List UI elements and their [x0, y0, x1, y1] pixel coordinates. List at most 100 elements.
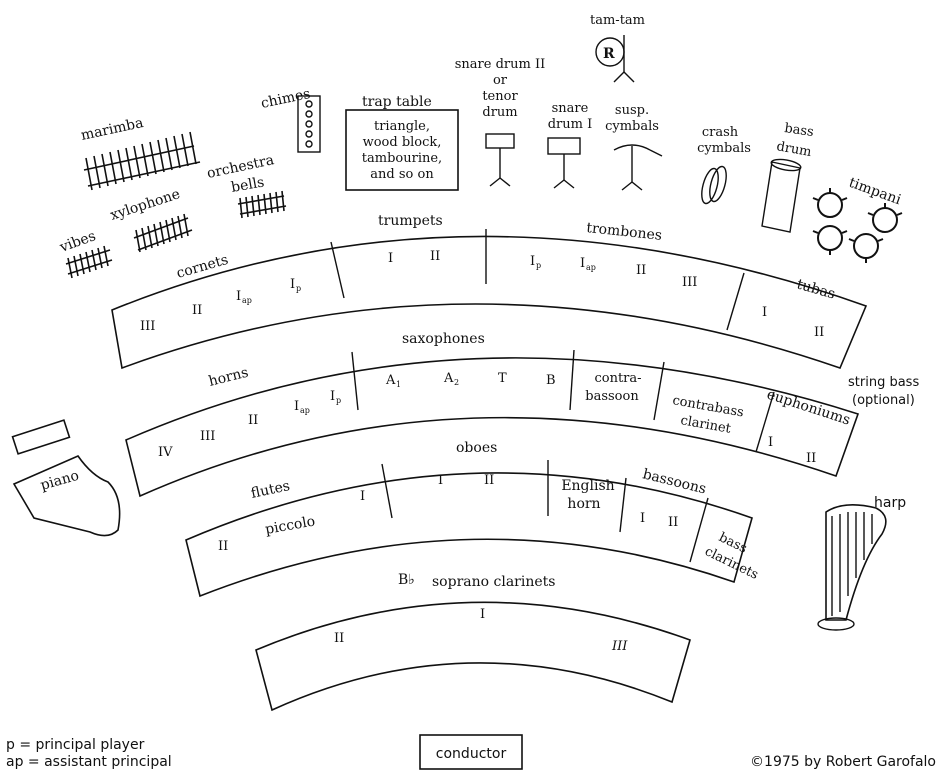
cornet-seat-Ip-sub: p — [296, 284, 301, 293]
horns-label: horns — [207, 365, 250, 390]
clarinets-flat: B♭ — [398, 572, 415, 588]
snare1-line-1: snare — [552, 101, 589, 116]
crash-line-1: crash — [702, 125, 739, 140]
clarinet-seat-I: I — [480, 607, 485, 622]
saxophones-label: saxophones — [402, 331, 485, 347]
euph-seat-I: I — [768, 435, 773, 450]
chimes-icon — [297, 95, 321, 153]
cornet-seat-Iap-sub: ap — [242, 296, 252, 305]
woodwinds-row: piano flutes II piccolo I oboes I II Eng… — [11, 419, 906, 631]
piano-label: piano — [39, 468, 81, 494]
bass-drum-line-2: drum — [775, 139, 812, 160]
copyright: ©1975 by Robert Garofalo — [750, 754, 936, 770]
tubas-label: tubas — [795, 276, 837, 302]
trumpet-seat-II: II — [430, 249, 440, 264]
svg-text:R: R — [603, 46, 615, 62]
tuba-seat-I: I — [762, 305, 767, 320]
piano-icon — [12, 455, 121, 537]
xylophone-icon — [133, 213, 193, 253]
snare-drum-2-group: snare drum II or tenor drum — [455, 57, 545, 187]
flutes-label: flutes — [250, 478, 292, 502]
clarinets-arc — [255, 601, 691, 712]
marimba-icon — [83, 131, 201, 191]
contrabassoon-line-2: bassoon — [585, 389, 639, 404]
trombone-seat-III: III — [682, 275, 697, 290]
harp-icon — [817, 504, 887, 631]
xylophone-group: xylophone — [108, 186, 193, 253]
snare-drum-1-icon — [547, 137, 581, 189]
clarinet-seat-II: II — [334, 631, 344, 646]
bassoon-seat-I: I — [640, 511, 645, 526]
tam-tam-icon: R — [595, 35, 635, 83]
horns-saxes-arc — [125, 357, 860, 498]
clarinets-label: soprano clarinets — [432, 574, 555, 590]
euph-seat-II: II — [806, 451, 816, 466]
crash-cymbals-group: crash cymbals — [697, 125, 751, 205]
oboe-seat-I: I — [438, 473, 443, 488]
clarinet-seat-III: III — [611, 639, 628, 654]
orchestra-bells-icon — [237, 190, 287, 219]
susp-cymbals-icon — [613, 144, 663, 191]
trombones-label: trombones — [586, 220, 663, 244]
english-horn-line-1: English — [561, 478, 614, 494]
sax-seat-B: B — [546, 373, 556, 388]
piano-group: piano — [11, 419, 121, 537]
marimba-label: marimba — [80, 115, 145, 144]
trumpet-seat-I: I — [388, 251, 393, 266]
crash-cymbals-icon — [701, 165, 727, 205]
horn-seat-III: III — [200, 429, 215, 444]
trap-table-line-1: triangle, — [374, 119, 430, 134]
trombone-seat-Iap: I — [580, 256, 585, 271]
snare1-line-2: drum I — [548, 117, 593, 132]
horn-seat-Ip: I — [330, 389, 335, 404]
orchestra-bells-group: orchestra bells — [206, 152, 287, 219]
chimes-group: chimes — [260, 86, 321, 153]
harp-label: harp — [874, 495, 906, 511]
conductor-label: conductor — [436, 746, 507, 762]
clarinets-row: B♭ soprano clarinets II I III — [255, 572, 691, 712]
brass-row: cornets III II I ap I p trumpets I II tr… — [111, 213, 868, 370]
legend-assistant: ap = assistant principal — [6, 754, 172, 770]
tam-tam-label: tam-tam — [590, 13, 645, 28]
susp-line-2: cymbals — [605, 119, 659, 134]
snare2-line-3: tenor — [482, 89, 518, 104]
oboe-seat-II: II — [484, 473, 494, 488]
vibes-icon — [65, 245, 113, 279]
legend: p = principal player ap = assistant prin… — [6, 734, 936, 770]
trombone-seat-Ip-sub: p — [536, 261, 541, 270]
timpani-icon — [812, 188, 903, 263]
flute-seat-piccolo: piccolo — [264, 513, 316, 538]
orchestra-bells-label-2: bells — [230, 174, 266, 196]
snare-drum-1-group: snare drum I — [547, 101, 593, 189]
flute-seat-II: II — [218, 539, 228, 554]
bass-drum-line-1: bass — [783, 121, 814, 140]
woodwinds-arc — [185, 472, 753, 598]
sax-seat-A2: A — [443, 371, 454, 386]
english-horn-line-2: horn — [567, 496, 600, 512]
trap-table-group: trap table triangle, wood block, tambour… — [345, 94, 459, 191]
snare-drum-2-icon — [485, 133, 515, 187]
horn-seat-Iap-sub: ap — [300, 406, 310, 415]
timpani-group: timpani — [812, 175, 904, 263]
horn-seat-Iap: I — [294, 399, 299, 414]
bass-drum-group: bass drum — [761, 121, 815, 233]
oboes-label: oboes — [456, 440, 497, 456]
snare2-line-4: drum — [482, 105, 517, 120]
string-bass-optional: (optional) — [852, 393, 915, 408]
cornet-seat-Ip: I — [290, 277, 295, 292]
chimes-label: chimes — [260, 86, 312, 112]
string-bass-label: string bass — [848, 375, 919, 390]
trap-table-line-2: wood block, — [363, 135, 442, 150]
cornet-seat-II: II — [192, 303, 202, 318]
cornet-seat-Iap: I — [236, 289, 241, 304]
marimba-group: marimba — [80, 115, 201, 191]
crash-line-2: cymbals — [697, 141, 751, 156]
conductor-box — [419, 734, 523, 770]
trap-table-line-4: and so on — [370, 167, 434, 182]
horn-seat-II: II — [248, 413, 258, 428]
bassoon-seat-II: II — [668, 515, 678, 530]
contrabassoon-line-1: contra- — [594, 371, 641, 386]
brass-arc — [111, 235, 868, 370]
bass-drum-icon — [761, 158, 802, 233]
